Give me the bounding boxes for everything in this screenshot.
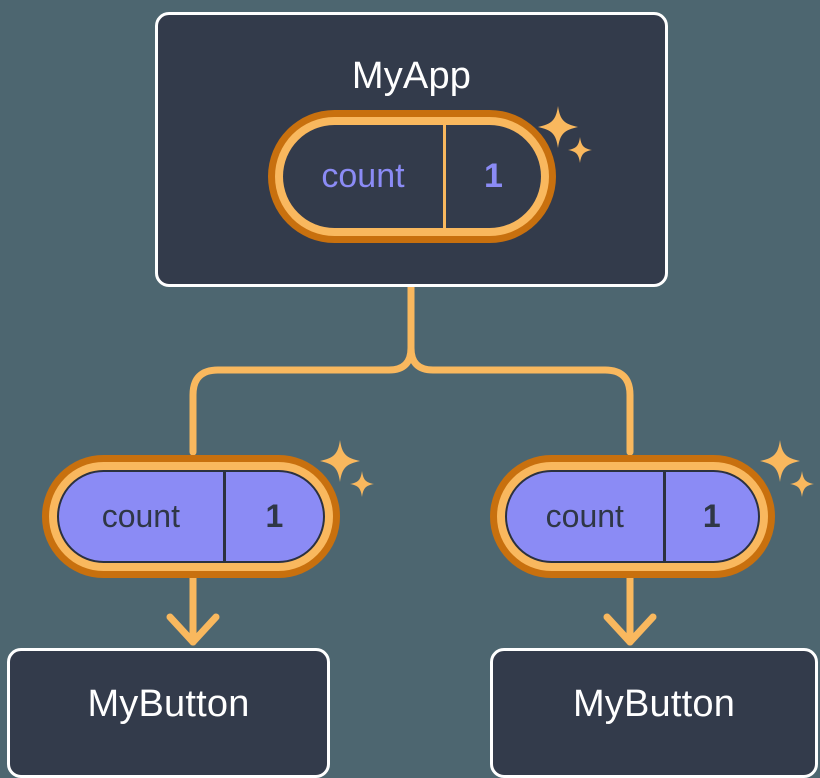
- state-pill-ring-inner: count 1: [497, 462, 768, 571]
- connector-arrow-right-head: [603, 613, 657, 646]
- state-pill-child-left[interactable]: count 1: [42, 455, 340, 578]
- connector-arrow-left-head: [166, 613, 220, 646]
- component-title-myapp: MyApp: [351, 55, 472, 97]
- state-pill-ring-inner: count 1: [275, 117, 549, 236]
- connector-branch-left: [189, 344, 415, 456]
- connector-branch-right: [407, 344, 634, 456]
- state-pill-body: count 1: [57, 470, 325, 563]
- state-pill-myapp[interactable]: count 1: [268, 110, 556, 243]
- state-key-label: count: [321, 157, 405, 195]
- component-title-mybutton-right: MyButton: [572, 683, 736, 725]
- component-card-mybutton-right[interactable]: MyButton: [490, 648, 818, 778]
- state-pill-body: count 1: [283, 125, 541, 228]
- state-value-label: 1: [442, 125, 541, 228]
- state-value-label: 1: [662, 472, 758, 561]
- state-value-label: 1: [222, 472, 323, 561]
- state-pill-child-right[interactable]: count 1: [490, 455, 775, 578]
- state-key-label: count: [101, 498, 180, 534]
- component-title-mybutton-left: MyButton: [87, 683, 250, 725]
- component-card-mybutton-left[interactable]: MyButton: [7, 648, 330, 778]
- state-pill-ring-inner: count 1: [49, 462, 333, 571]
- sparkle-icon: [760, 440, 800, 482]
- sparkle-small-icon: [790, 471, 814, 497]
- sparkle-icon: [320, 440, 360, 482]
- state-key-label: count: [545, 498, 624, 534]
- state-pill-body: count 1: [505, 470, 760, 563]
- sparkle-small-icon: [350, 471, 374, 497]
